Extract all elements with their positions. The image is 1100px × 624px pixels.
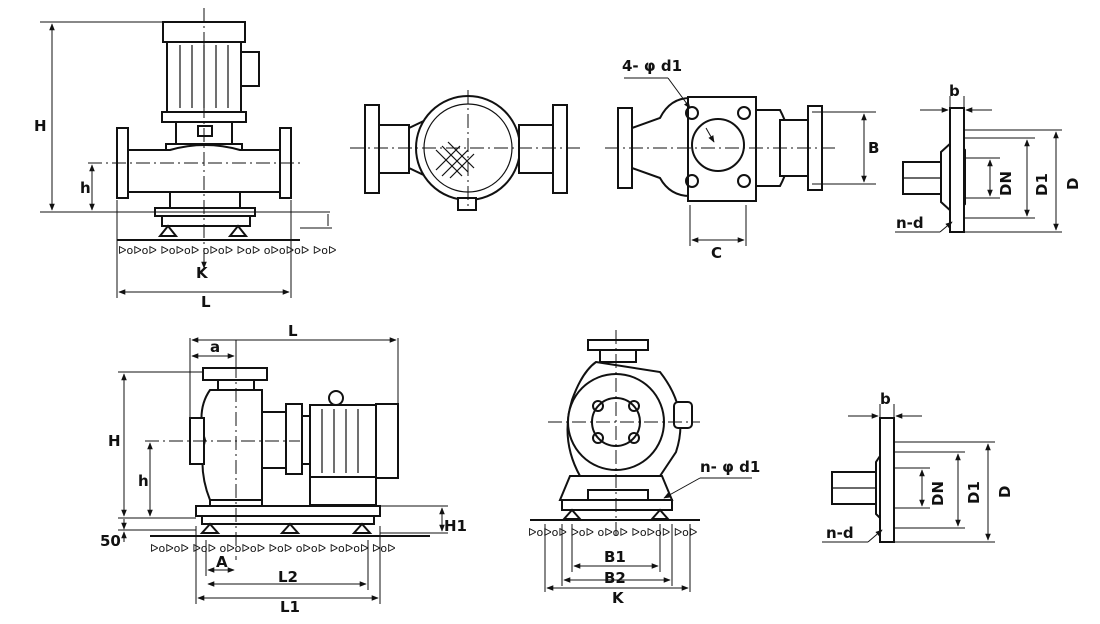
flange-plate-bottom: [879, 417, 895, 543]
crosshatch: [435, 141, 475, 179]
dim-D: D: [1064, 178, 1082, 190]
flange-top-view: 4- φ d1 B C: [605, 57, 879, 262]
dim-50: 50: [100, 532, 121, 550]
dim-H-h: H: [108, 432, 121, 450]
dim-C: C: [711, 244, 722, 262]
horizontal-pump-casing: [200, 389, 263, 501]
discharge-flange: [202, 367, 268, 381]
dim-H: H: [34, 117, 47, 135]
horizontal-motor: [309, 404, 377, 478]
label-holes: 4- φ d1: [622, 57, 682, 75]
dim-h-h: h: [138, 472, 149, 490]
dim-L-h: L: [288, 322, 298, 340]
dim-L2: L2: [278, 568, 298, 586]
vertical-pump-view: ᐅoᐅoᐅ ᐅoᐅoᐅ oᐅoᐅ ᐅoᐅ oᐅoᐅoᐅ ᐅoᐅ H h K L: [34, 8, 336, 311]
dim-DN-bottom: DN: [929, 481, 947, 506]
dim-L: L: [201, 293, 211, 311]
gravel-bottom: ᐅoᐅoᐅ ᐅoᐅ oᐅoᐅoᐅ ᐅoᐅ oᐅoᐅ ᐅoᐅoᐅ ᐅoᐅ: [150, 542, 396, 555]
casing-top-view: [350, 90, 580, 211]
flange-bore: [691, 118, 745, 172]
dim-L1: L1: [280, 598, 300, 616]
dim-DN: DN: [997, 171, 1015, 196]
dim-B: B: [868, 139, 879, 157]
dim-D-bottom: D: [996, 486, 1014, 498]
dim-K: K: [196, 264, 209, 282]
dim-B2: B2: [604, 569, 626, 587]
flange-detail-top: b DN D1 D n-d: [895, 82, 1082, 233]
end-discharge-flange: [587, 339, 649, 351]
flange-plate: [949, 107, 965, 233]
terminal-box: [240, 51, 260, 87]
gravel: ᐅoᐅoᐅ ᐅoᐅoᐅ oᐅoᐅ ᐅoᐅ oᐅoᐅoᐅ ᐅoᐅ: [118, 244, 336, 257]
dim-H1: H1: [444, 517, 467, 535]
dim-A: A: [216, 553, 228, 571]
horizontal-pump-view: ᐅoᐅoᐅ ᐅoᐅ oᐅoᐅoᐅ ᐅoᐅ oᐅoᐅ ᐅoᐅoᐅ ᐅoᐅ L a …: [100, 322, 467, 616]
label-nphi: n- φ d1: [700, 458, 760, 476]
label-nd-bottom: n-d: [826, 524, 854, 542]
end-view: ᐅoᐅoᐅ ᐅoᐅ oᐅoᐅ ᐅoᐅoᐅ ᐅoᐅ n- φ d1 B1 B2 K: [528, 330, 760, 607]
dim-K-end: K: [612, 589, 625, 607]
dim-D1-bottom: D1: [965, 481, 983, 504]
dim-b: b: [949, 82, 960, 100]
flange-detail-bottom: b DN D1 D n-d: [822, 390, 1014, 543]
dim-a: a: [210, 338, 220, 356]
label-nd: n-d: [896, 214, 924, 232]
dim-h: h: [80, 179, 91, 197]
base-frame: [195, 505, 381, 517]
dim-B1: B1: [604, 548, 626, 566]
dim-D1: D1: [1033, 173, 1051, 196]
gravel-end: ᐅoᐅoᐅ ᐅoᐅ oᐅoᐅ ᐅoᐅoᐅ ᐅoᐅ: [528, 526, 697, 539]
dim-b-bottom: b: [880, 390, 891, 408]
